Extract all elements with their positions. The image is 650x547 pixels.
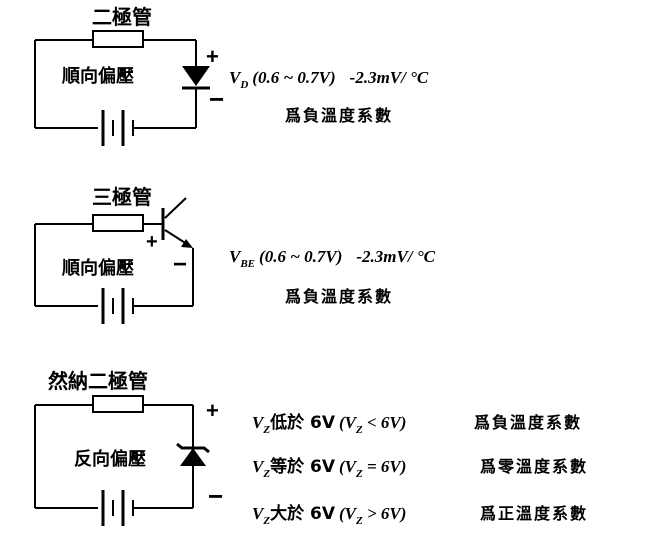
- zener-row: VZ大於 6V(VZ > 6V) 爲正溫度系數: [252, 503, 588, 527]
- zener-row: VZ低於 6V(VZ < 6V) 爲負溫度系數: [252, 412, 582, 436]
- transistor-title: 三極管: [92, 185, 152, 209]
- diode-resistor: [92, 30, 144, 48]
- zener-row-result: 爲負溫度系數: [474, 413, 582, 432]
- zener-row-result: 爲正溫度系數: [480, 504, 588, 523]
- transistor-v-label: V: [229, 247, 242, 266]
- zener-row-v: V: [252, 413, 265, 432]
- zener-row-paren: (V: [339, 413, 358, 432]
- transistor-formula: VBE (0.6 ~ 0.7V) -2.3mV/ °C: [229, 247, 436, 270]
- zener-row-paren-rest: < 6V): [363, 413, 407, 432]
- transistor-circuit: [34, 197, 194, 324]
- zener-row-v: V: [252, 457, 265, 476]
- transistor-emitter-arrow: [181, 239, 193, 248]
- transistor-v-range: (0.6 ~ 0.7V): [259, 247, 342, 266]
- diode-note: 爲負溫度系數: [285, 106, 393, 125]
- diode-coeff: -2.3mV/ °C: [350, 68, 429, 87]
- zener-row-condition: VZ等於 6V(VZ = 6V): [252, 456, 406, 480]
- zener-row-paren-rest: = 6V): [363, 457, 407, 476]
- zener-row-compare: 等於 6V: [270, 456, 336, 477]
- zener-plus-sign: +: [206, 398, 219, 423]
- diode-title: 二極管: [92, 5, 152, 29]
- zener-row-paren-sub: Z: [355, 424, 363, 436]
- zener-section: 然納二極管 反向偏壓 + − VZ低於 6V(VZ < 6V) 爲負溫度系數 V…: [34, 369, 588, 527]
- zener-row-condition: VZ低於 6V(VZ < 6V): [252, 412, 406, 436]
- diode-section: 二極管 順向偏壓 + − VD (0.6 ~ 0.7V) -2.3mV/ °C 爲負…: [34, 5, 429, 146]
- transistor-note: 爲負溫度系數: [285, 287, 393, 306]
- zener-row-paren-sub: Z: [355, 515, 363, 527]
- zener-row-v: V: [252, 504, 265, 523]
- diode-plus-sign: +: [206, 44, 219, 69]
- zener-row-paren-sub: Z: [355, 468, 363, 480]
- zener-row-v-sub: Z: [262, 468, 270, 480]
- zener-row: VZ等於 6V(VZ = 6V) 爲零溫度系數: [252, 456, 588, 480]
- zener-row-compare: 大於 6V: [270, 503, 336, 524]
- zener-row-condition: VZ大於 6V(VZ > 6V): [252, 503, 406, 527]
- zener-row-v-sub: Z: [262, 515, 270, 527]
- zener-bias-label: 反向偏壓: [74, 448, 146, 470]
- zener-resistor: [92, 395, 144, 413]
- transistor-bias-label: 順向偏壓: [62, 257, 134, 279]
- diode-v-sub: D: [239, 79, 248, 91]
- zener-row-paren: (V: [339, 504, 358, 523]
- zener-row-v-sub: Z: [262, 424, 270, 436]
- zener-cathode-bar: [176, 442, 210, 454]
- zener-title: 然納二極管: [48, 369, 148, 393]
- diode-symbol: [182, 66, 210, 86]
- zener-row-paren-rest: > 6V): [363, 504, 407, 523]
- diode-minus-sign: −: [209, 84, 224, 114]
- diode-v-range: (0.6 ~ 0.7V): [252, 68, 335, 87]
- diode-bias-label: 順向偏壓: [62, 65, 134, 87]
- transistor-plus-sign: +: [146, 231, 158, 253]
- zener-row-result: 爲零溫度系數: [480, 457, 588, 476]
- diode-circuit: [34, 30, 210, 146]
- transistor-resistor: [92, 214, 144, 232]
- diode-formula: VD (0.6 ~ 0.7V) -2.3mV/ °C: [229, 68, 429, 91]
- zener-row-compare: 低於 6V: [269, 412, 336, 433]
- diode-v-label: V: [229, 68, 242, 87]
- transistor-coeff: -2.3mV/ °C: [356, 247, 435, 266]
- transistor-v-sub: BE: [239, 258, 255, 270]
- transistor-minus-sign: −: [173, 251, 187, 278]
- zener-diode-symbol: [180, 448, 206, 466]
- zener-circuit: [34, 395, 210, 526]
- transistor-section: 三極管 + − 順向偏壓 VBE (0.6 ~ 0.7V) -2.3mV/ °C 爲…: [34, 185, 436, 324]
- zener-minus-sign: −: [208, 481, 223, 511]
- zener-row-paren: (V: [339, 457, 358, 476]
- transistor-collector: [164, 197, 187, 219]
